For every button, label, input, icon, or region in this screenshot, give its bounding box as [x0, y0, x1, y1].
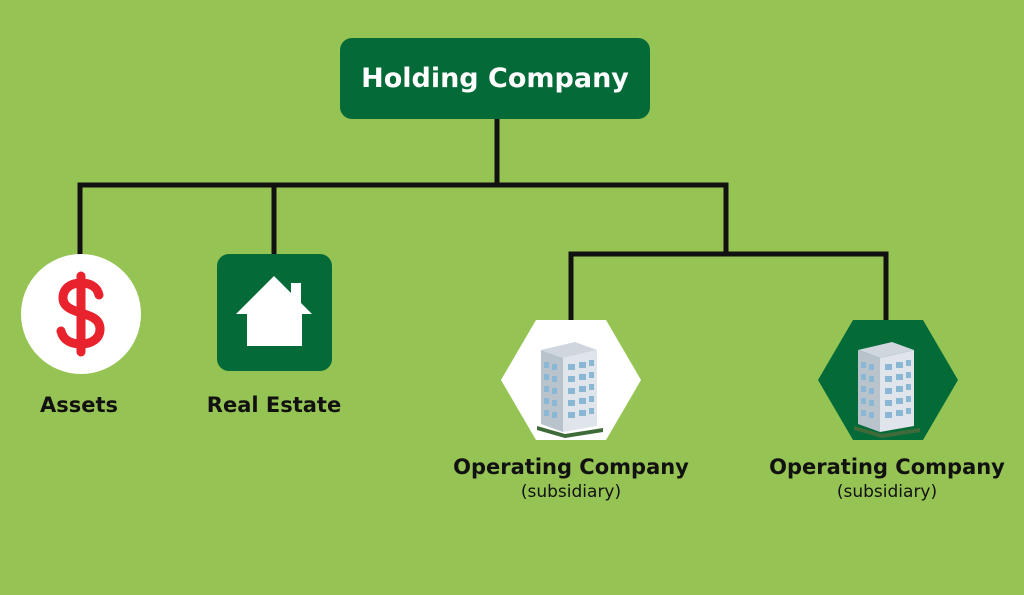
assets-label: Assets — [39, 393, 119, 417]
operating-company-1-sublabel: (subsidiary) — [520, 482, 622, 502]
office-building-icon — [537, 342, 603, 438]
holding-company-label: Holding Company — [361, 63, 629, 94]
real-estate-node — [217, 254, 332, 371]
house-icon — [236, 276, 312, 346]
operating-company-2-sublabel: (subsidiary) — [836, 482, 938, 502]
assets-node — [21, 254, 141, 374]
office-building-icon — [854, 342, 920, 438]
operating-company-1-label: Operating Company — [453, 455, 689, 479]
operating-company-1-node — [501, 320, 641, 440]
dollar-icon — [56, 271, 105, 357]
operating-company-2-node — [818, 320, 958, 440]
real-estate-label: Real Estate — [206, 393, 342, 417]
operating-company-2-label: Operating Company — [769, 455, 1005, 479]
holding-company-node: Holding Company — [340, 38, 650, 119]
